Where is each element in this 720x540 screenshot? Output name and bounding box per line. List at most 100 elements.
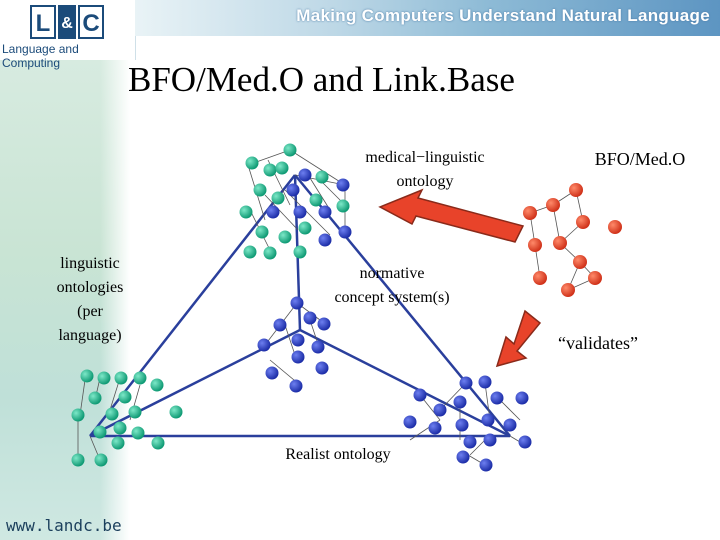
node xyxy=(114,371,128,385)
node xyxy=(428,421,442,435)
node xyxy=(309,193,323,207)
node xyxy=(283,143,297,157)
node xyxy=(523,206,537,220)
node xyxy=(169,405,183,419)
node xyxy=(478,375,492,389)
node xyxy=(311,340,325,354)
node xyxy=(266,205,280,219)
label-bfo: BFO/Med.O xyxy=(595,149,686,169)
node xyxy=(338,225,352,239)
node xyxy=(413,388,427,402)
label-medical-linguistic-2: ontology xyxy=(397,173,454,190)
node xyxy=(490,391,504,405)
node xyxy=(318,233,332,247)
node xyxy=(453,395,467,409)
node xyxy=(128,405,142,419)
node xyxy=(546,198,560,212)
logo-letter-l: L xyxy=(30,5,56,39)
node xyxy=(286,183,300,197)
node xyxy=(111,436,125,450)
node xyxy=(569,183,583,197)
node xyxy=(253,183,267,197)
node xyxy=(588,271,602,285)
node xyxy=(553,236,567,250)
banner-text: Making Computers Understand Natural Lang… xyxy=(296,6,710,25)
node xyxy=(271,191,285,205)
label-linguistic-3: (per xyxy=(77,303,103,320)
node xyxy=(515,391,529,405)
node xyxy=(275,161,289,175)
label-normative-2: concept system(s) xyxy=(334,289,449,306)
node xyxy=(315,170,329,184)
node xyxy=(93,425,107,439)
node xyxy=(481,413,495,427)
label-normative-1: normative xyxy=(360,265,425,282)
node xyxy=(303,311,317,325)
node xyxy=(278,230,292,244)
node xyxy=(479,458,493,472)
node xyxy=(528,238,542,252)
node xyxy=(576,215,590,229)
slide-title: BFO/Med.O and Link.Base xyxy=(128,60,515,99)
arrow-bfo-validates xyxy=(495,309,542,368)
node xyxy=(317,317,331,331)
node xyxy=(298,221,312,235)
node xyxy=(403,415,417,429)
node xyxy=(608,220,622,234)
node xyxy=(151,436,165,450)
node xyxy=(573,255,587,269)
node xyxy=(561,283,575,297)
node xyxy=(289,379,303,393)
node xyxy=(518,435,532,449)
banner: Making Computers Understand Natural Lang… xyxy=(135,0,720,36)
node xyxy=(255,225,269,239)
logo-subtitle: Language and Computing xyxy=(2,42,79,70)
node xyxy=(291,333,305,347)
node xyxy=(291,350,305,364)
node xyxy=(318,205,332,219)
node xyxy=(245,156,259,170)
node xyxy=(131,426,145,440)
node xyxy=(293,245,307,259)
header: L & C Language and Computing Making Comp… xyxy=(0,0,720,70)
sidebar-gradient xyxy=(0,60,130,540)
cluster-bfo xyxy=(523,183,622,297)
logo-mark: L & C xyxy=(30,5,106,39)
node xyxy=(105,407,119,421)
logo: L & C Language and Computing xyxy=(0,0,136,70)
label-linguistic-2: ontologies xyxy=(57,279,124,296)
edge-center-to-right xyxy=(299,328,511,438)
triangle-edge-right xyxy=(294,174,511,437)
label-medical-linguistic-1: medical−linguistic xyxy=(365,149,484,166)
node xyxy=(315,361,329,375)
node xyxy=(463,435,477,449)
label-linguistic-4: language) xyxy=(58,327,121,344)
label-validates: “validates” xyxy=(558,333,638,353)
node xyxy=(459,376,473,390)
node xyxy=(298,168,312,182)
node xyxy=(293,205,307,219)
node xyxy=(71,408,85,422)
node xyxy=(80,369,94,383)
node xyxy=(113,421,127,435)
node xyxy=(483,433,497,447)
node xyxy=(455,418,469,432)
label-realist: Realist ontology xyxy=(285,446,390,463)
node xyxy=(257,338,271,352)
node xyxy=(336,178,350,192)
cluster-medical-linguistic xyxy=(239,143,352,260)
arrow-bfo-to-medical xyxy=(378,188,525,243)
node xyxy=(133,371,147,385)
node xyxy=(533,271,547,285)
cluster-realist xyxy=(403,375,532,472)
logo-letter-amp: & xyxy=(58,5,76,39)
footer-url: www.landc.be xyxy=(6,516,122,535)
node xyxy=(88,391,102,405)
logo-letter-c: C xyxy=(78,5,104,39)
node xyxy=(150,378,164,392)
label-linguistic-1: linguistic xyxy=(60,255,120,272)
node xyxy=(456,450,470,464)
node xyxy=(94,453,108,467)
cluster-linguistic xyxy=(71,369,183,467)
